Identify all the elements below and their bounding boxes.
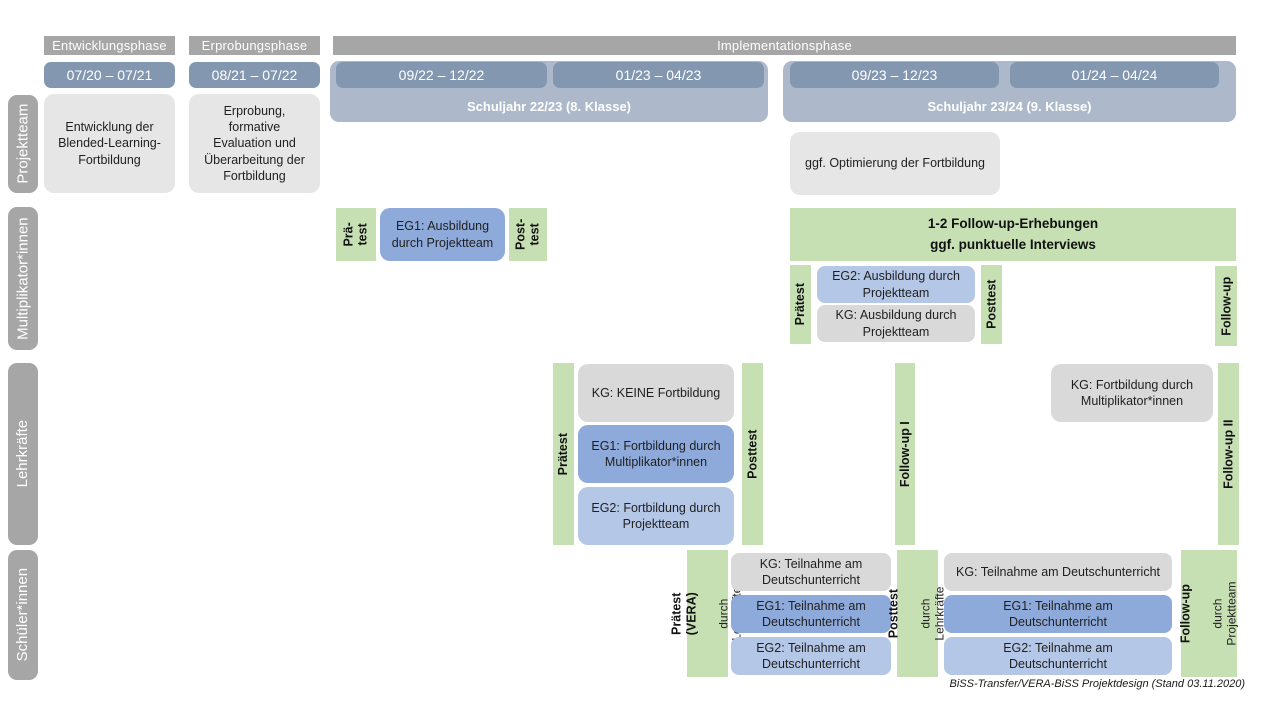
box-praetest-vera-schueler: Prätest (VERA) durch Lehrkräfte — [670, 550, 744, 677]
box-followup2-lehrkraefte: Follow-up II — [1218, 363, 1239, 545]
date-range-0923-1223: 09/23 – 12/23 — [790, 62, 999, 88]
box-eg2-fortbildung-projektteam: EG2: Fortbildung durch Projektteam — [578, 487, 734, 545]
box-posttest-schueler: Posttest durch Lehrkräfte — [887, 550, 947, 677]
date-range-erprobung: 08/21 – 07/22 — [189, 62, 320, 88]
box-eg1-teilnahme-deutsch-1: EG1: Teilnahme am Deutschunterricht — [731, 595, 891, 633]
box-kg-teilnahme-deutsch-1: KG: Teilnahme am Deutschunterricht — [731, 553, 891, 591]
box-praetest-multiplikator-22-text: Prä- test — [341, 222, 370, 247]
box-kg-fortbildung-multiplikatoren: KG: Fortbildung durch Multiplikator*inne… — [1051, 364, 1213, 422]
diagram-caption: BiSS-Transfer/VERA-BiSS Projektdesign (S… — [949, 678, 1245, 690]
praetest-vera-title: Prätest (VERA) — [670, 591, 699, 636]
box-posttest-multiplikator-22-text: Post- test — [513, 218, 542, 251]
box-followup-multiplikator: Follow-up — [1215, 266, 1237, 346]
box-praetest-multiplikator-22: Prä- test — [336, 208, 376, 261]
row-label-multiplikatorinnen: Multiplikator*innen — [8, 207, 38, 350]
date-range-0124-0424: 01/24 – 04/24 — [1010, 62, 1219, 88]
box-eg1-fortbildung-multiplikatoren: EG1: Fortbildung durch Multiplikator*inn… — [578, 425, 734, 483]
box-followup1-lehrkraefte: Follow-up I — [895, 363, 915, 545]
followup-schueler-title: Follow-up — [1178, 583, 1193, 644]
box-posttest-lehrkraefte: Posttest — [742, 363, 763, 545]
row-label-schuelerinnen-text: Schüler*innen — [14, 568, 32, 662]
row-label-projektteam-text: Projektteam — [14, 103, 32, 185]
box-followup2-lehrkraefte-text: Follow-up II — [1221, 419, 1236, 489]
box-praetest-multiplikator-23-text: Prätest — [793, 283, 808, 326]
box-posttest-multiplikator-23-text: Posttest — [984, 279, 999, 330]
box-entwicklung-fortbildung: Entwicklung der Blended-Learning-Fortbil… — [44, 94, 175, 193]
box-praetest-lehrkraefte: Prätest — [553, 363, 574, 545]
box-kg-teilnahme-deutsch-2: KG: Teilnahme am Deutschunterricht — [944, 553, 1172, 591]
box-posttest-multiplikator-23: Posttest — [981, 265, 1002, 344]
box-praetest-lehrkraefte-text: Prätest — [556, 432, 571, 476]
box-followup1-lehrkraefte-text: Follow-up I — [897, 421, 912, 487]
date-range-entwicklung: 07/20 – 07/21 — [44, 62, 175, 88]
box-followup-multiplikator-text: Follow-up — [1218, 276, 1233, 336]
box-followup-schueler: Follow-up durch Projektteam — [1178, 550, 1239, 677]
row-label-lehrkraefte: Lehrkräfte — [8, 363, 38, 545]
box-eg2-teilnahme-deutsch-2: EG2: Teilnahme am Deutschunterricht — [944, 637, 1172, 675]
date-range-0922-1222: 09/22 – 12/22 — [336, 62, 547, 88]
box-posttest-multiplikator-22: Post- test — [509, 208, 547, 261]
phase-header-implementationsphase: Implementationsphase — [333, 36, 1236, 55]
box-eg2-ausbildung-projektteam: EG2: Ausbildung durch Projektteam — [817, 266, 975, 303]
box-kg-keine-fortbildung: KG: KEINE Fortbildung — [578, 364, 734, 422]
box-kg-ausbildung-projektteam: KG: Ausbildung durch Projektteam — [817, 305, 975, 342]
box-eg1-teilnahme-deutsch-2: EG1: Teilnahme am Deutschunterricht — [944, 595, 1172, 633]
row-label-projektteam: Projektteam — [8, 95, 38, 193]
row-label-lehrkraefte-text: Lehrkräfte — [14, 420, 32, 488]
phase-header-erprobungsphase: Erprobungsphase — [189, 36, 320, 55]
followup-schueler-subtitle: durch Projektteam — [1210, 581, 1239, 646]
row-label-schuelerinnen: Schüler*innen — [8, 550, 38, 680]
row-label-multiplikatorinnen-text: Multiplikator*innen — [14, 217, 32, 340]
posttest-schueler-title: Posttest — [887, 588, 902, 639]
box-posttest-lehrkraefte-text: Posttest — [745, 429, 760, 479]
box-eg2-teilnahme-deutsch-1: EG2: Teilnahme am Deutschunterricht — [731, 637, 891, 675]
date-range-0123-0423: 01/23 – 04/23 — [553, 62, 764, 88]
box-optimierung-fortbildung: ggf. Optimierung der Fortbildung — [790, 132, 1000, 195]
phase-header-entwicklungsphase: Entwicklungsphase — [44, 36, 175, 55]
box-eg1-ausbildung-projektteam: EG1: Ausbildung durch Projektteam — [380, 208, 505, 261]
box-praetest-multiplikator-23: Prätest — [790, 265, 811, 344]
box-erprobung-evaluation: Erprobung, formative Evaluation und Über… — [189, 94, 320, 193]
band-followup-erhebungen: 1-2 Follow-up-Erhebungen ggf. punktuelle… — [790, 208, 1236, 261]
